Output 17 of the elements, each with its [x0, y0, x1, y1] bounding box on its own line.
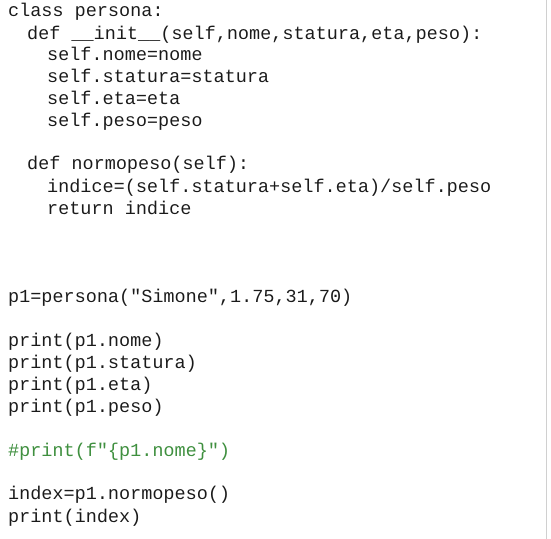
code-comment: #print(f"{p1.nome}")	[8, 441, 230, 463]
code-line: p1=persona("Simone",1.75,31,70)	[8, 287, 352, 309]
code-line: self.peso=peso	[47, 111, 202, 133]
code-line: def normopeso(self):	[27, 154, 250, 176]
code-line: class persona:	[8, 1, 164, 23]
code-line: print(p1.peso)	[8, 397, 164, 419]
code-line: self.nome=nome	[47, 45, 202, 67]
code-line: self.eta=eta	[47, 89, 180, 111]
code-line: print(index)	[8, 507, 142, 529]
code-line: print(p1.eta)	[8, 375, 152, 397]
code-line: indice=(self.statura+self.eta)/self.peso	[47, 177, 492, 199]
code-line: print(p1.nome)	[8, 331, 164, 353]
code-line: print(p1.statura)	[8, 353, 197, 375]
code-line: def __init__(self,nome,statura,eta,peso):	[27, 24, 482, 46]
code-line: self.statura=statura	[47, 67, 270, 89]
code-line: index=p1.normopeso()	[8, 484, 230, 506]
code-line: return indice	[47, 199, 192, 221]
